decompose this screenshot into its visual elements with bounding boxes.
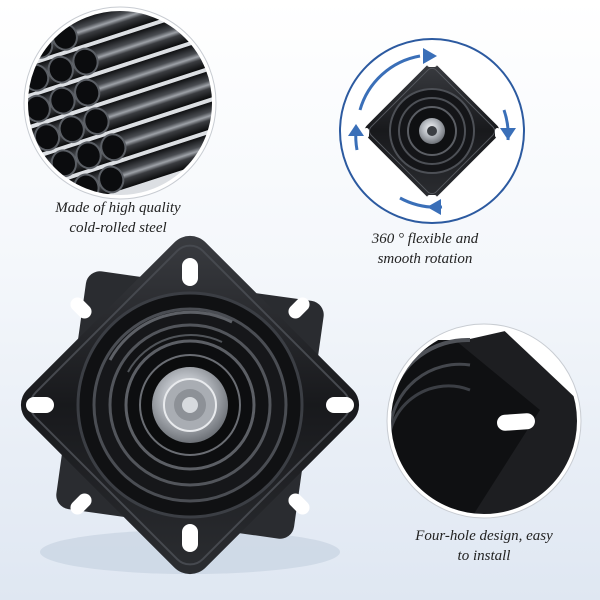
steel-detail-frame xyxy=(24,7,216,199)
caption-holes: Four-hole design, easy to install xyxy=(384,526,584,566)
steel-tubes-detail xyxy=(26,9,214,197)
rotation-detail xyxy=(339,38,525,224)
swivel-plate-main xyxy=(20,235,360,575)
caption-steel-line1: Made of high quality xyxy=(55,200,181,216)
caption-holes-line2: to install xyxy=(457,548,511,564)
caption-rotation: 360 ° flexible and smooth rotation xyxy=(340,229,510,269)
caption-rotation-line1: 360 ° flexible and xyxy=(371,231,479,247)
caption-steel-line2: cold-rolled steel xyxy=(69,220,167,236)
rotation-arrow-icon xyxy=(358,54,421,111)
caption-holes-line1: Four-hole design, easy xyxy=(415,528,553,544)
caption-rotation-line2: smooth rotation xyxy=(377,251,473,267)
mounting-hole-detail xyxy=(386,323,582,519)
caption-steel: Made of high quality cold-rolled steel xyxy=(20,198,216,238)
mounting-holes xyxy=(26,258,354,552)
